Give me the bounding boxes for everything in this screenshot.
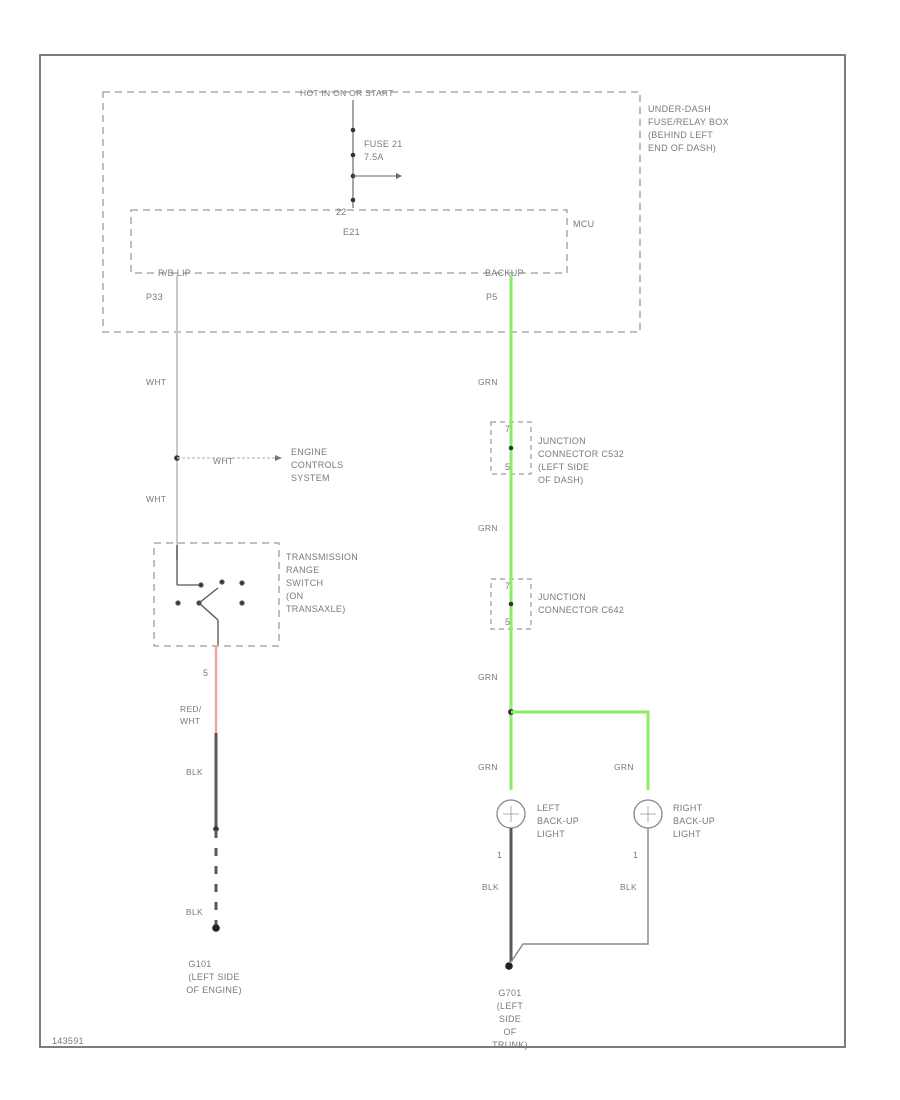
svg-text:BACK-UP: BACK-UP	[673, 816, 715, 826]
wire-label-grn-5: GRN	[614, 762, 634, 772]
junction-1-pin-top: 7	[505, 424, 510, 434]
svg-text:G701: G701	[498, 988, 521, 998]
right-backup-light-label: RIGHT BACK-UP LIGHT	[673, 803, 715, 839]
ground-g701-label: G701 (LEFT SIDE OF TRUNK)	[492, 988, 528, 1050]
junction-2-dot	[508, 601, 514, 607]
wire-label-blk-4: BLK	[620, 882, 637, 892]
junction-2-label: JUNCTION CONNECTOR C642	[538, 592, 624, 615]
mcu-inner-label: E21	[343, 227, 360, 237]
wire-label-grn-3: GRN	[478, 672, 498, 682]
svg-text:SYSTEM: SYSTEM	[291, 473, 330, 483]
svg-text:CONNECTOR C642: CONNECTOR C642	[538, 605, 624, 615]
wire-label-blk-2: BLK	[186, 907, 203, 917]
svg-text:(LEFT SIDE: (LEFT SIDE	[538, 462, 589, 472]
transmission-switch-label: TRANSMISSION RANGE SWITCH (ON TRANSAXLE)	[286, 552, 358, 614]
wire-label-blk-1: BLK	[186, 767, 203, 777]
svg-text:SIDE: SIDE	[499, 1014, 521, 1024]
svg-text:CONNECTOR C532: CONNECTOR C532	[538, 449, 624, 459]
diagram-frame	[39, 54, 846, 1048]
mcu-pin-top: 22	[336, 207, 347, 217]
svg-text:JUNCTION: JUNCTION	[538, 436, 586, 446]
wire-label-grn-2: GRN	[478, 523, 498, 533]
svg-text:FUSE 21: FUSE 21	[364, 139, 403, 149]
svg-text:RED/: RED/	[180, 704, 202, 714]
mcu-pin-right: BACKUP	[485, 268, 524, 278]
ground-g101-label: G101 (LEFT SIDE OF ENGINE)	[186, 959, 242, 995]
arrow-right-icon	[396, 173, 402, 179]
svg-text:7.5A: 7.5A	[364, 152, 384, 162]
svg-text:WHT: WHT	[180, 716, 200, 726]
svg-text:SWITCH: SWITCH	[286, 578, 323, 588]
wire-label-red-wht: RED/ WHT	[180, 704, 202, 726]
svg-text:(LEFT: (LEFT	[497, 1001, 524, 1011]
right-backup-pin: 1	[633, 850, 638, 860]
mcu-top-pin-dot	[350, 197, 356, 203]
blk-wire-right-light	[510, 828, 649, 963]
wire-label-grn-1: GRN	[478, 377, 498, 387]
footer-code: 143591	[52, 1036, 84, 1046]
svg-text:TRANSAXLE): TRANSAXLE)	[286, 604, 346, 614]
svg-text:LIGHT: LIGHT	[673, 829, 701, 839]
bulb-filament-icon	[503, 806, 519, 822]
fuse-relay-box	[102, 91, 641, 333]
switch-contacts	[175, 545, 245, 645]
svg-text:CONTROLS: CONTROLS	[291, 460, 343, 470]
svg-text:JUNCTION: JUNCTION	[538, 592, 586, 602]
wire-label-wht-1: WHT	[146, 377, 166, 387]
junction-1-pin-bottom: 5	[505, 462, 510, 472]
wire-label-blk-3: BLK	[482, 882, 499, 892]
transmission-switch-pin: 5	[203, 668, 208, 678]
fusebox-label: UNDER-DASH FUSE/RELAY BOX (BEHIND LEFT E…	[648, 104, 729, 153]
svg-text:TRANSMISSION: TRANSMISSION	[286, 552, 358, 562]
svg-text:OF ENGINE): OF ENGINE)	[186, 985, 242, 995]
fusebox-header: HOT IN ON OR START	[300, 88, 394, 98]
svg-text:(ON: (ON	[286, 591, 303, 601]
svg-text:ENGINE: ENGINE	[291, 447, 327, 457]
svg-text:(LEFT SIDE: (LEFT SIDE	[188, 972, 239, 982]
svg-text:(BEHIND LEFT: (BEHIND LEFT	[648, 130, 713, 140]
svg-text:LIGHT: LIGHT	[537, 829, 565, 839]
arrow-right-icon	[275, 455, 282, 461]
mcu-pin-left: R/B LIP	[158, 268, 191, 278]
svg-text:G101: G101	[188, 959, 211, 969]
junction-1-label: JUNCTION CONNECTOR C532 (LEFT SIDE OF DA…	[538, 436, 624, 485]
wire-label-wht-branch: WHT	[213, 456, 233, 466]
svg-text:OF: OF	[503, 1027, 516, 1037]
wire-label-wht-2: WHT	[146, 494, 166, 504]
svg-text:RANGE: RANGE	[286, 565, 320, 575]
svg-text:OF DASH): OF DASH)	[538, 475, 583, 485]
fuse-label: FUSE 21 7.5A	[364, 139, 403, 162]
fuse-terminal-top	[350, 127, 356, 133]
junction-2-pin-top: 7	[505, 581, 510, 591]
left-backup-light-label: LEFT BACK-UP LIGHT	[537, 803, 579, 839]
ground-g701-dot	[505, 962, 513, 970]
svg-text:RIGHT: RIGHT	[673, 803, 703, 813]
svg-text:BACK-UP: BACK-UP	[537, 816, 579, 826]
left-backup-pin: 1	[497, 850, 502, 860]
svg-text:UNDER-DASH: UNDER-DASH	[648, 104, 711, 114]
bulb-filament-icon	[640, 806, 656, 822]
mcu-label: MCU	[573, 219, 594, 229]
ground-g101-dot	[212, 924, 220, 932]
grn-wire-right-branch	[511, 710, 650, 790]
svg-text:TRUNK): TRUNK)	[492, 1040, 528, 1050]
pin-right-label: P5	[486, 292, 498, 302]
svg-text:FUSE/RELAY BOX: FUSE/RELAY BOX	[648, 117, 729, 127]
svg-text:LEFT: LEFT	[537, 803, 560, 813]
engine-controls-label: ENGINE CONTROLS SYSTEM	[291, 447, 343, 483]
mcu-box	[130, 209, 568, 274]
junction-2-pin-bottom: 5	[505, 617, 510, 627]
wire-label-grn-4: GRN	[478, 762, 498, 772]
pin-left-label: P33	[146, 292, 163, 302]
junction-1-dot	[508, 445, 514, 451]
fuse-terminal-bottom	[350, 152, 356, 158]
transmission-switch-box	[153, 542, 280, 647]
svg-text:END OF DASH): END OF DASH)	[648, 143, 716, 153]
